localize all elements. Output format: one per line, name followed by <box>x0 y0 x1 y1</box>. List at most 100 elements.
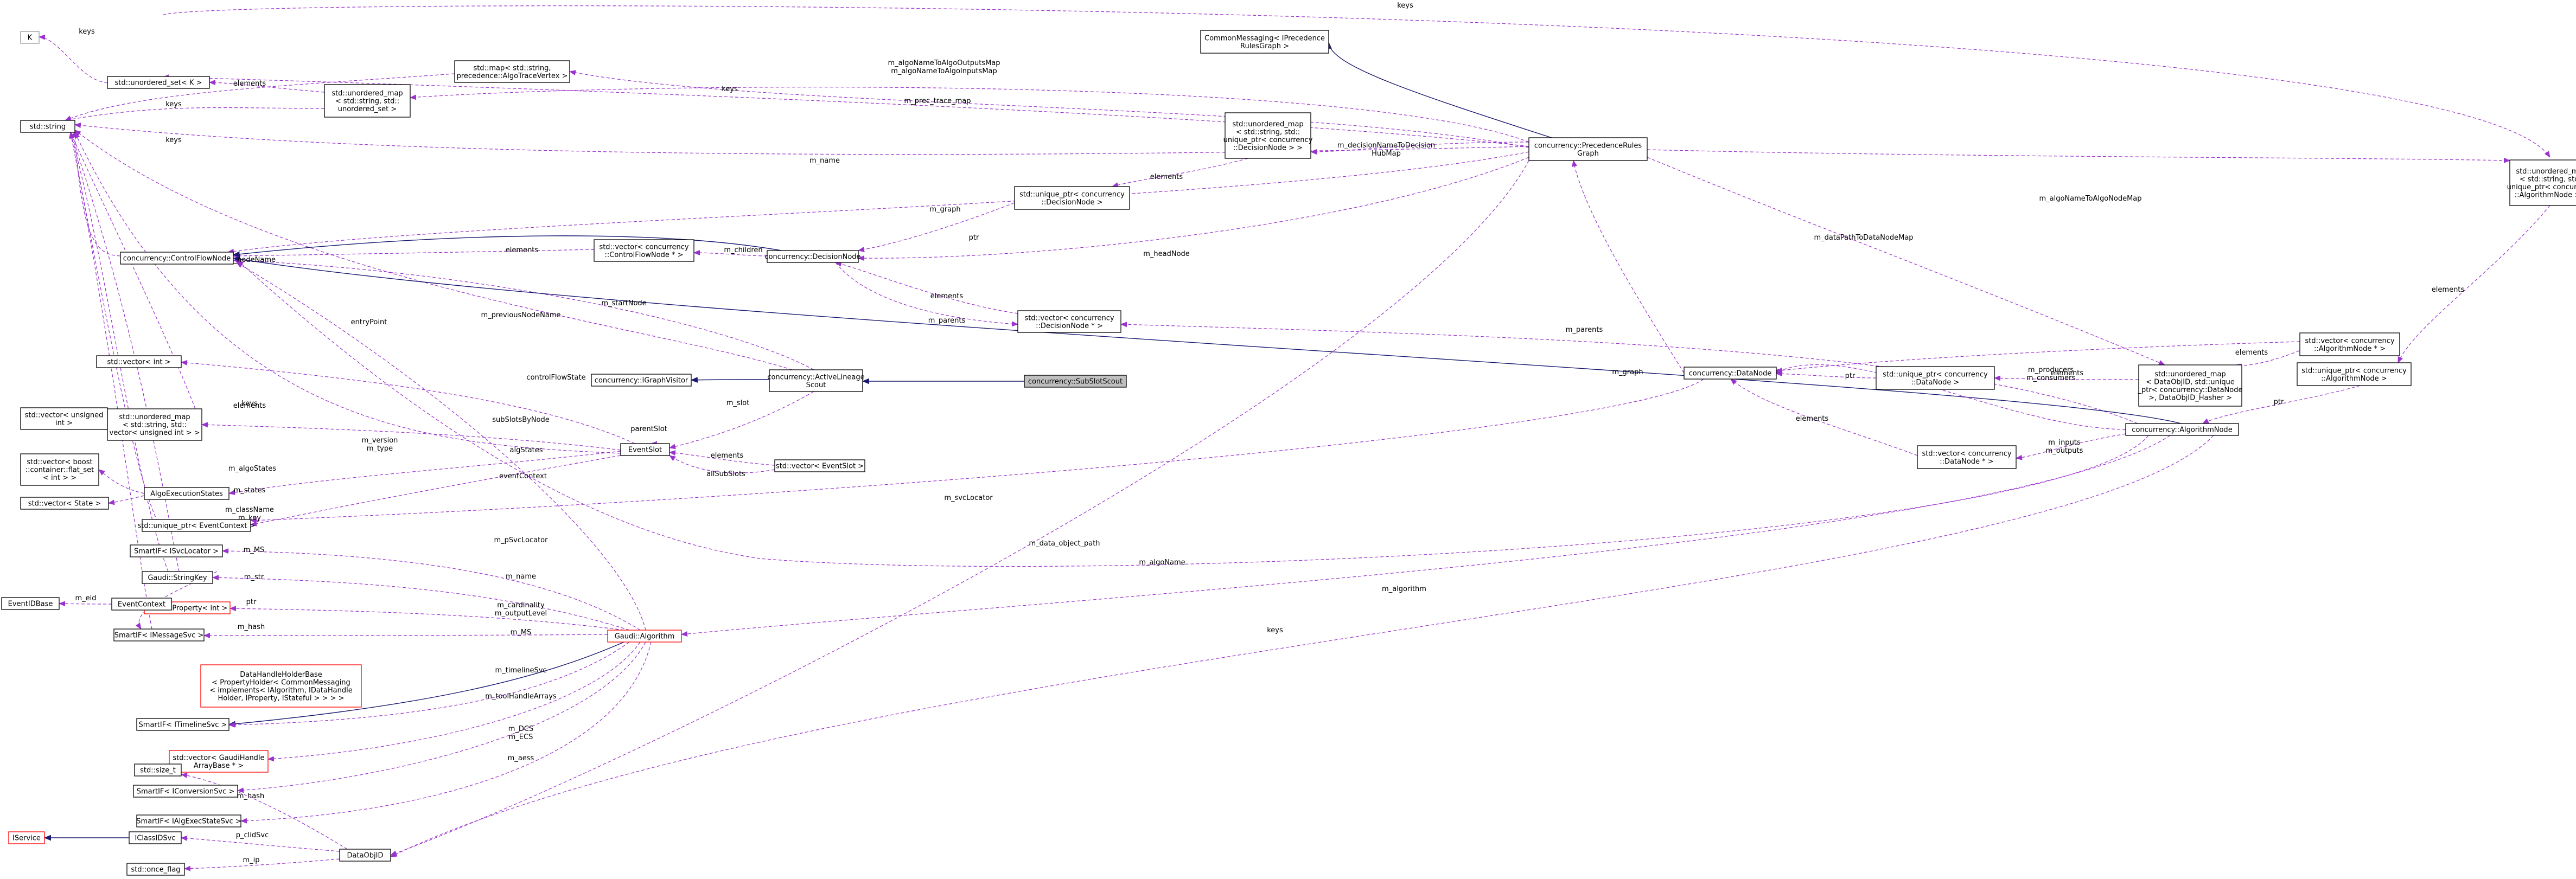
class-node-event-slot[interactable]: EventSlot <box>620 443 670 456</box>
usage-edge <box>835 261 1018 314</box>
class-node-sif-messagesvc[interactable]: SmartIF< IMessageSvc > <box>113 628 205 641</box>
class-node-eventcontext[interactable]: EventContext <box>111 598 172 611</box>
inheritance-edge <box>1325 41 1552 138</box>
class-node-umap-algnode[interactable]: std::unordered_map< std::string, std::un… <box>2507 159 2576 206</box>
class-node-gaudi-stringkey[interactable]: Gaudi::StringKey <box>142 571 213 584</box>
usage-edge <box>229 606 624 631</box>
usage-edge <box>267 641 641 762</box>
class-node-gaudi-algorithm[interactable]: Gaudi::Algorithm <box>607 630 682 643</box>
node-box <box>620 443 670 456</box>
class-node-umap-dataobj[interactable]: std::unordered_map< DataObjID, std::uniq… <box>2138 364 2243 407</box>
class-node-vec-datanode[interactable]: std::vector< concurrency::DataNode * > <box>1917 445 2017 469</box>
node-label: std::vector< GaudiHandle <box>173 754 264 762</box>
edge-label-keys-mid: keys <box>722 85 738 93</box>
node-label: ::AlgorithmNode * > <box>2314 345 2386 353</box>
node-label: std::vector< concurrency <box>1922 450 2011 458</box>
edge-label-m-parents-alg: m_parents <box>1566 326 1603 334</box>
node-label: std::vector< concurrency <box>2305 337 2394 345</box>
node-box <box>454 60 570 83</box>
usage-edge <box>181 773 348 850</box>
node-label: concurrency::ControlFlowNode <box>123 255 231 263</box>
class-node-algo-exec-states[interactable]: AlgoExecutionStates <box>144 487 229 500</box>
class-node-iservice[interactable]: IService <box>8 831 45 844</box>
class-node-data-node[interactable]: concurrency::DataNode <box>1684 367 1777 380</box>
edge-label-m-parents-dec: m_parents <box>928 317 966 325</box>
node-label: < PropertyHolder< CommonMessaging <box>212 678 350 686</box>
class-node-datahandle-base[interactable]: DataHandleHolderBase< PropertyHolder< Co… <box>200 664 362 708</box>
class-node-std-string[interactable]: std::string <box>20 120 75 133</box>
usage-edge <box>69 132 163 532</box>
usage-edge <box>1776 341 2300 373</box>
usage-edge <box>858 157 1529 261</box>
class-node-vec-algnode[interactable]: std::vector< concurrency::AlgorithmNode … <box>2299 332 2400 356</box>
edge-label-keys-k: keys <box>79 28 95 36</box>
class-node-unordered-set[interactable]: std::unordered_set< K > <box>107 76 210 89</box>
edge-label-elements-unsigned: elements <box>233 402 266 410</box>
usage-edge <box>237 641 646 793</box>
class-node-iclassidsvc[interactable]: IClassIDSvc <box>129 831 182 844</box>
node-box <box>1684 367 1777 380</box>
node-box <box>1200 30 1329 54</box>
class-node-subslot-scout[interactable]: concurrency::SubSlotScout <box>1024 375 1127 388</box>
class-node-dataobjid[interactable]: DataObjID <box>339 849 391 862</box>
class-node-igraphvisitor[interactable]: concurrency::IGraphVisitor <box>591 374 692 387</box>
usage-edge <box>669 391 814 450</box>
class-node-sif-timeline[interactable]: SmartIF< ITimelineSvc > <box>136 718 229 731</box>
edge-label-elements-cf: elements <box>506 246 539 254</box>
class-node-sif-conversion[interactable]: SmartIF< IConversionSvc > <box>133 785 238 798</box>
class-node-std-size-t[interactable]: std::size_t <box>134 763 182 777</box>
usage-edge <box>681 435 2171 637</box>
class-node-vec-int[interactable]: std::vector< int > <box>96 355 182 368</box>
class-node-uptr-eventctx[interactable]: std::unique_ptr< EventContext > <box>138 519 256 532</box>
class-node-uptr-algnode[interactable]: std::unique_ptr< concurrency::AlgorithmN… <box>2297 362 2412 386</box>
class-node-umap-decision[interactable]: std::unordered_map< std::string, std::un… <box>1223 112 1313 159</box>
class-node-eventidbase[interactable]: EventIDBase <box>1 597 60 610</box>
edge-label-svcLocator: m_svcLocator <box>944 494 993 502</box>
class-node-map-prec[interactable]: std::map< std::string,precedence::AlgoTr… <box>454 60 570 83</box>
node-label: ::AlgorithmNode > <box>2321 375 2387 383</box>
edge-label-m-aess: m_aess <box>508 754 534 762</box>
class-node-alg-node[interactable]: concurrency::AlgorithmNode <box>2125 423 2239 436</box>
class-node-sif-algexec[interactable]: SmartIF< IAlgExecStateSvc > <box>136 814 241 827</box>
node-box <box>594 239 694 262</box>
class-node-k[interactable]: K <box>20 31 40 44</box>
node-label: std::unordered_map <box>2154 370 2226 378</box>
usage-edge <box>1572 160 1685 374</box>
node-label: std::unique_ptr< concurrency <box>2301 367 2407 375</box>
class-node-uptr-datanode[interactable]: std::unique_ptr< concurrency::DataNode > <box>1876 366 1995 390</box>
node-box <box>2138 364 2242 407</box>
class-node-std-once-flag[interactable]: std::once_flag <box>126 863 185 876</box>
edge-label-p-clidSvc: p_clidSvc <box>236 831 269 839</box>
class-node-vec-state[interactable]: std::vector< State > <box>20 497 109 510</box>
edge-label-m-algorithm: m_algorithm <box>1382 585 1426 593</box>
class-node-vec-decision[interactable]: std::vector< concurrency::DecisionNode *… <box>1017 310 1121 333</box>
node-box <box>2125 423 2239 436</box>
class-node-umap-vec-unsigned[interactable]: std::unordered_map< std::string, std::ve… <box>107 408 202 441</box>
node-box <box>591 374 692 387</box>
class-node-cfnode[interactable]: concurrency::ControlFlowNode <box>120 252 234 265</box>
class-node-umap-set[interactable]: std::unordered_map< std::string, std::un… <box>324 84 411 118</box>
node-box <box>1 597 60 610</box>
usage-edge <box>227 151 1529 254</box>
edge-label-m-name-alg: m_name <box>506 573 536 581</box>
node-label: std::unordered_map <box>2516 168 2576 176</box>
node-box <box>20 120 75 133</box>
class-node-uptr-decision[interactable]: std::unique_ptr< concurrency::DecisionNo… <box>1014 186 1130 210</box>
class-node-vec-cfnode[interactable]: std::vector< concurrency::ControlFlowNod… <box>594 239 694 262</box>
edge-label-m-str: m_str <box>244 573 264 581</box>
class-node-vec-eventslot[interactable]: std::vector< EventSlot > <box>774 459 865 472</box>
class-node-vec-boost[interactable]: std::vector< boost::container::flat_set<… <box>20 453 99 486</box>
class-node-sif-svclocator[interactable]: SmartIF< ISvcLocator > <box>130 544 223 557</box>
edge-label-m-name-top: m_name <box>809 157 840 165</box>
class-node-decision-node[interactable]: concurrency::DecisionNode <box>764 250 861 263</box>
usage-edge <box>209 80 325 93</box>
node-label: DataHandleHolderBase <box>240 671 322 679</box>
edge-label-algnodemap: m_algoNameToAlgoNodeMap <box>2039 195 2141 203</box>
node-label: std::size_t <box>140 767 176 775</box>
inheritance-edge <box>232 256 2182 424</box>
